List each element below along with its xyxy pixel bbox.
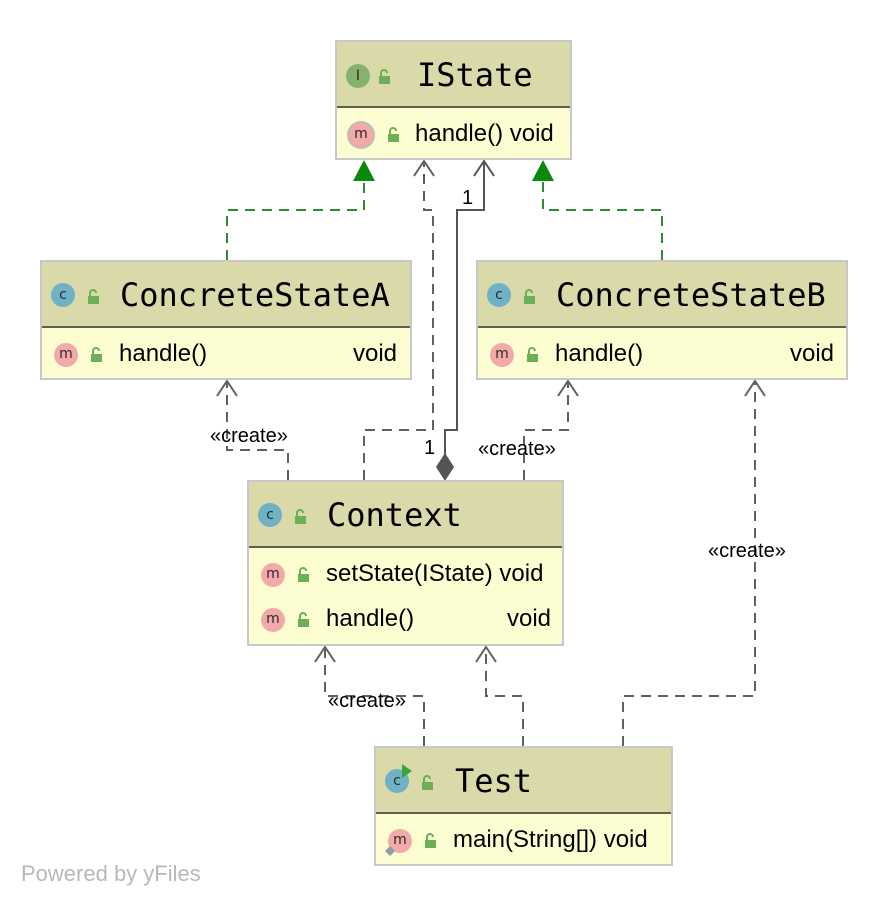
class-context-header: c Context xyxy=(249,482,562,548)
create-arrowhead-test-context xyxy=(314,645,336,663)
method-name: setState(IState) void xyxy=(326,560,544,587)
realization-edge-a xyxy=(226,178,365,260)
powered-by-label: Powered by yFiles xyxy=(21,861,201,886)
method-row[interactable]: m setState(IState) void xyxy=(249,552,562,596)
unlocked-icon xyxy=(527,347,538,362)
unlocked-icon xyxy=(91,347,102,362)
class-icon: c xyxy=(51,283,75,307)
class-istate-name: IState xyxy=(417,56,533,94)
composition-edge xyxy=(444,162,485,455)
realization-arrowhead-b xyxy=(532,160,554,181)
create-edge-context-a xyxy=(226,382,289,480)
multiplicity-label-istate: 1 xyxy=(462,187,474,209)
method-icon: m xyxy=(490,343,514,367)
method-row[interactable]: m handle() void xyxy=(249,597,562,641)
unlocked-icon xyxy=(422,775,433,790)
realization-edge-b xyxy=(542,178,663,260)
method-name: main(String[]) void xyxy=(453,826,648,853)
create-arrowhead-context-b xyxy=(557,379,579,397)
realization-arrowhead-a xyxy=(353,160,375,181)
dependency-edge-test-context xyxy=(485,648,524,746)
class-test[interactable]: c Test m main(String[]) void xyxy=(374,746,673,866)
method-name: handle() xyxy=(326,605,415,632)
dependency-edge-context-istate xyxy=(363,162,434,480)
method-row[interactable]: m handle() void xyxy=(478,332,846,376)
class-concrete-state-a-header: c ConcreteStateA xyxy=(42,262,410,328)
class-context-name: Context xyxy=(327,496,462,534)
class-istate[interactable]: I IState m handle() void xyxy=(335,40,572,160)
class-concrete-state-b-header: c ConcreteStateB xyxy=(478,262,846,328)
run-marker-icon xyxy=(402,764,412,778)
multiplicity-label-context: 1 xyxy=(424,437,436,459)
class-test-name: Test xyxy=(455,762,533,800)
method-name: handle() void xyxy=(415,120,554,147)
method-icon: m xyxy=(261,563,285,587)
create-label-test-b: «create» xyxy=(708,540,786,562)
create-arrowhead-test-b xyxy=(744,379,766,397)
method-icon: m xyxy=(54,343,78,367)
unlocked-icon xyxy=(379,69,390,84)
create-label-a: «create» xyxy=(210,425,288,447)
class-context[interactable]: c Context m setState(IState) void m hand… xyxy=(247,480,564,646)
unlocked-icon xyxy=(298,612,309,627)
interface-icon: I xyxy=(346,64,370,88)
abstract-method-icon: m xyxy=(349,123,373,147)
class-concrete-state-b[interactable]: c ConcreteStateB m handle() void xyxy=(476,260,848,380)
create-label-b: «create» xyxy=(478,438,556,460)
method-return-type: void xyxy=(790,340,835,367)
method-row[interactable]: m handle() void xyxy=(42,332,410,376)
create-edge-test-b xyxy=(622,382,756,746)
method-row[interactable]: m main(String[]) void xyxy=(376,818,671,862)
method-return-type: void xyxy=(507,605,552,632)
class-test-header: c Test xyxy=(376,748,671,814)
create-edge-context-b xyxy=(523,382,569,480)
composition-arrowhead xyxy=(473,159,495,177)
composition-diamond xyxy=(436,453,454,481)
method-name: handle() xyxy=(119,340,208,367)
method-icon: m xyxy=(261,608,285,632)
create-edge-test-context xyxy=(324,648,425,746)
unlocked-icon xyxy=(388,127,399,142)
class-concrete-state-a[interactable]: c ConcreteStateA m handle() void xyxy=(40,260,412,380)
unlocked-icon xyxy=(88,289,99,304)
class-icon: c xyxy=(258,503,282,527)
dependency-arrowhead-test-context xyxy=(475,645,497,663)
create-label-test-context: «create» xyxy=(328,690,406,712)
dependency-arrowhead-context-istate xyxy=(413,159,435,177)
class-concrete-state-a-name: ConcreteStateA xyxy=(120,276,390,314)
method-return-type: void xyxy=(353,340,398,367)
unlocked-icon xyxy=(298,567,309,582)
method-name: handle() xyxy=(555,340,644,367)
static-marker-icon xyxy=(385,846,395,856)
class-istate-header: I IState xyxy=(337,42,570,108)
method-row[interactable]: m handle() void xyxy=(337,111,570,155)
class-icon: c xyxy=(487,283,511,307)
class-concrete-state-b-name: ConcreteStateB xyxy=(556,276,826,314)
create-arrowhead-context-a xyxy=(216,379,238,397)
unlocked-icon xyxy=(524,289,535,304)
unlocked-icon xyxy=(295,509,306,524)
unlocked-icon xyxy=(425,833,436,848)
static-method-icon: m xyxy=(388,829,412,853)
